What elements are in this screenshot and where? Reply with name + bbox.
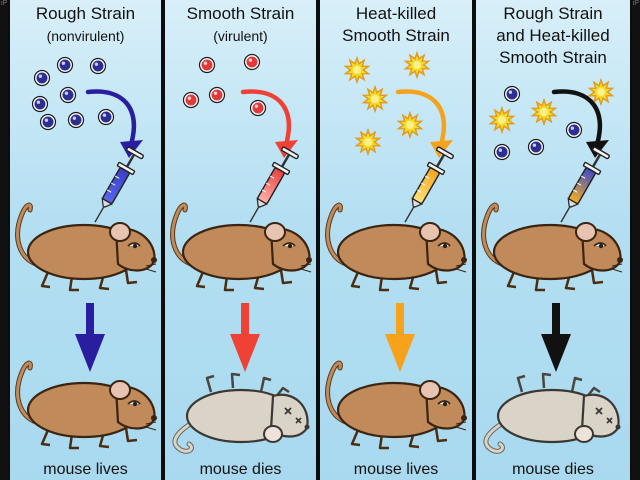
injected-mouse (15, 202, 157, 292)
outcome-mouse (325, 360, 467, 450)
title-line-1: Rough Strain (35, 4, 136, 23)
panel-illustration (15, 56, 157, 450)
panel-illustration (481, 77, 623, 454)
syringe (404, 146, 454, 223)
outcome-caption: mouse dies (199, 461, 282, 478)
title-line-2: and Heat-killed (496, 26, 610, 45)
panel-rough-strain: Rough Strain (nonvirulent) (8, 0, 163, 480)
curved-arrow (240, 89, 298, 158)
outcome-caption: mouse lives (353, 461, 439, 478)
injected-mouse (481, 202, 623, 292)
outcome-arrow (230, 303, 260, 372)
title-line-1: Smooth Strain (186, 4, 295, 23)
outcome-arrow (75, 303, 105, 372)
outcome-arrow (385, 303, 415, 372)
panel-illustration (325, 50, 467, 450)
title-line-2: (nonvirulent) (46, 28, 125, 44)
panel-smooth-strain: Smooth Strain (virulent) (163, 0, 318, 480)
title-line-2: (virulent) (213, 28, 268, 44)
syringe (560, 146, 610, 223)
cell-group (488, 77, 615, 161)
panel-title: Smooth Strain (virulent) (165, 3, 316, 47)
panel-heat-killed-smooth-strain: Heat-killed Smooth Strain (318, 0, 474, 480)
title-line-1: Heat-killed (355, 4, 437, 23)
outcome-mouse (172, 372, 310, 454)
syringe (249, 146, 299, 223)
outcome-caption: mouse dies (512, 461, 594, 478)
title-line-3: Smooth Strain (499, 48, 607, 67)
corner-mark-left: iP (1, 0, 8, 7)
title-line-2: Smooth Strain (342, 26, 450, 45)
outcome-mouse (483, 372, 621, 454)
panel-title: Rough Strain and Heat-killed Smooth Stra… (476, 3, 630, 69)
cell-group (343, 50, 431, 157)
corner-mark-right: iP (632, 0, 639, 7)
outcome-mouse (15, 360, 157, 450)
injected-mouse (170, 202, 312, 292)
outcome-caption: mouse lives (43, 461, 128, 478)
cell-group (31, 56, 115, 131)
cell-group (182, 53, 267, 117)
panel-illustration (170, 53, 312, 454)
syringe (94, 146, 144, 223)
panel-rough-and-heat-killed-strain: Rough Strain and Heat-killed Smooth Stra… (474, 0, 632, 480)
title-line-1: Rough Strain (503, 4, 603, 23)
injected-mouse (325, 202, 467, 292)
curved-arrow (85, 89, 143, 158)
panel-title: Rough Strain (nonvirulent) (10, 3, 161, 47)
outcome-arrow (541, 303, 571, 372)
panel-title: Heat-killed Smooth Strain (320, 3, 472, 47)
